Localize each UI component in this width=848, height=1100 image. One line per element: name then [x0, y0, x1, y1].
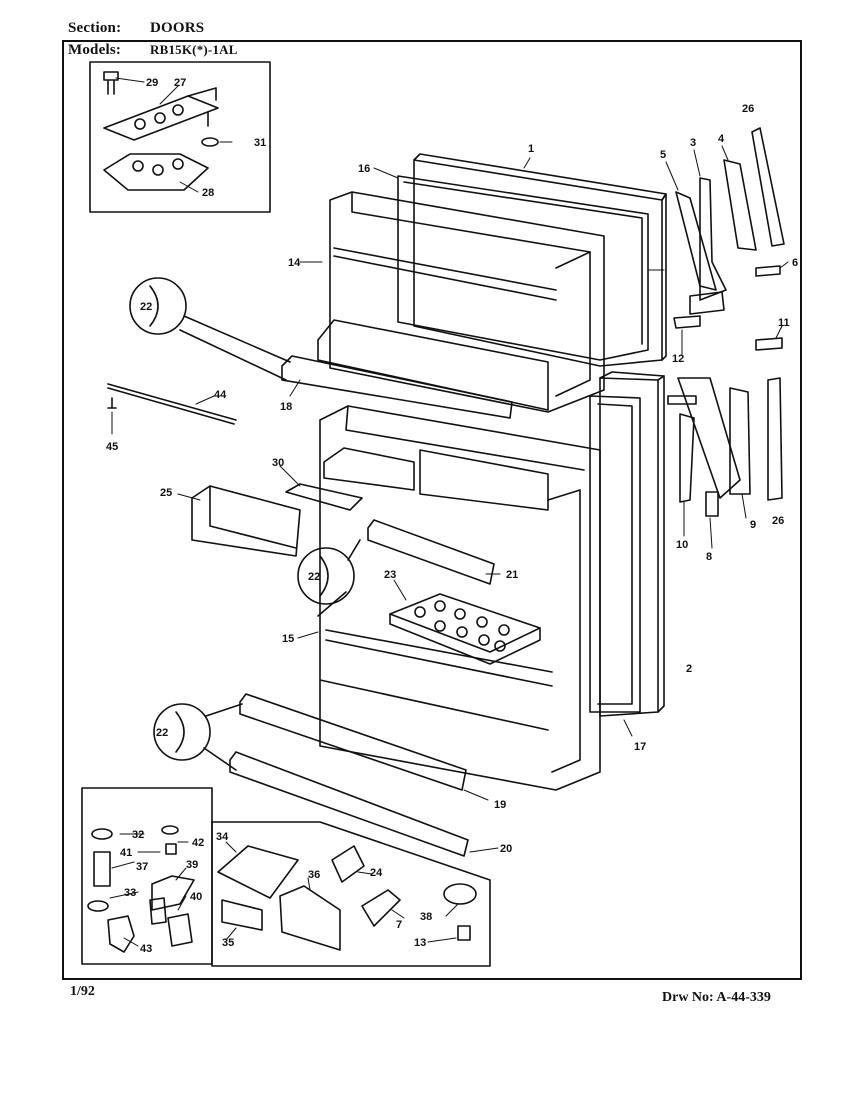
callout-43: 43 — [140, 943, 152, 955]
callout-17: 17 — [634, 741, 646, 753]
callout-1: 1 — [528, 143, 534, 155]
models-value: RB15K(*)-1AL — [150, 42, 238, 57]
models-row: Models: RB15K(*)-1AL — [68, 42, 238, 59]
callout-18: 18 — [280, 401, 292, 413]
callout-32: 32 — [132, 829, 144, 841]
clip-30 — [285, 483, 363, 511]
callout-12: 12 — [672, 353, 684, 365]
section-value: DOORS — [150, 20, 205, 36]
callout-22-b: 22 — [308, 571, 320, 583]
callout-3: 3 — [690, 137, 696, 149]
freezer-gasket — [397, 175, 649, 361]
section-row: Section: DOORS — [68, 20, 204, 37]
callout-16: 16 — [358, 163, 370, 175]
bottom-hinge-parts — [87, 825, 195, 953]
callout-20: 20 — [500, 843, 512, 855]
callout-41: 41 — [120, 847, 132, 859]
callout-36: 36 — [308, 869, 320, 881]
top-hinge-inset — [89, 61, 271, 213]
callout-22-c: 22 — [156, 727, 168, 739]
callout-10: 10 — [676, 539, 688, 551]
bar-19 — [239, 693, 467, 791]
freezer-door-panel — [413, 153, 667, 367]
section-label: Section: — [68, 20, 122, 36]
callout-8: 8 — [706, 551, 712, 563]
callout-21: 21 — [506, 569, 518, 581]
callout-labels: 1 2 3 4 5 6 7 8 9 10 11 12 13 14 15 16 1… — [106, 77, 798, 955]
callout-38: 38 — [420, 911, 432, 923]
bar-20 — [229, 751, 469, 857]
callout-30: 30 — [272, 457, 284, 469]
leader-lines — [109, 77, 789, 947]
callout-19: 19 — [494, 799, 506, 811]
callout-15: 15 — [282, 633, 294, 645]
callout-29: 29 — [146, 77, 158, 89]
bar-44 — [107, 383, 237, 421]
freezer-liner — [317, 191, 605, 413]
detail-circle-22-a — [129, 277, 291, 381]
callout-6: 6 — [792, 257, 798, 269]
drawing-frame — [62, 40, 802, 980]
right-hinge-parts — [667, 127, 785, 517]
egg-tray-23 — [389, 593, 541, 665]
callout-44: 44 — [214, 389, 227, 401]
revision-date: 1/92 — [70, 984, 95, 999]
callout-37: 37 — [136, 861, 148, 873]
callout-34: 34 — [216, 831, 229, 843]
callout-7: 7 — [396, 919, 402, 931]
callout-24: 24 — [370, 867, 383, 879]
fresh-food-liner — [319, 405, 601, 791]
callout-25: 25 — [160, 487, 172, 499]
bottom-hinge-assembly — [211, 821, 491, 967]
callout-14: 14 — [288, 257, 301, 269]
fresh-food-gasket — [589, 395, 641, 713]
callout-42: 42 — [192, 837, 204, 849]
callout-31: 31 — [254, 137, 266, 149]
callout-2: 2 — [686, 663, 692, 675]
freezer-shelf-trim — [281, 355, 513, 419]
bin-25 — [191, 485, 301, 557]
callout-11: 11 — [778, 317, 790, 329]
callout-35: 35 — [222, 937, 234, 949]
callout-40: 40 — [190, 891, 202, 903]
screw-45 — [107, 397, 117, 409]
bottom-hinge-inset — [81, 787, 213, 965]
callout-33: 33 — [124, 887, 136, 899]
callout-26-bottom: 26 — [772, 515, 784, 527]
drawing-number: Drw No: A-44-339 — [662, 990, 771, 1005]
callout-13: 13 — [414, 937, 426, 949]
callout-39: 39 — [186, 859, 198, 871]
models-label: Models: — [68, 42, 122, 58]
callout-27: 27 — [174, 77, 186, 89]
detail-circle-22-b — [297, 539, 361, 617]
callout-5: 5 — [660, 149, 666, 161]
callout-23: 23 — [384, 569, 396, 581]
callout-22-a: 22 — [140, 301, 152, 313]
top-hinge-parts — [103, 71, 219, 191]
detail-circle-22-c — [153, 703, 243, 771]
callout-4: 4 — [718, 133, 725, 145]
callout-26-top: 26 — [742, 103, 754, 115]
callout-45: 45 — [106, 441, 118, 453]
callout-28: 28 — [202, 187, 214, 199]
callout-9: 9 — [750, 519, 756, 531]
